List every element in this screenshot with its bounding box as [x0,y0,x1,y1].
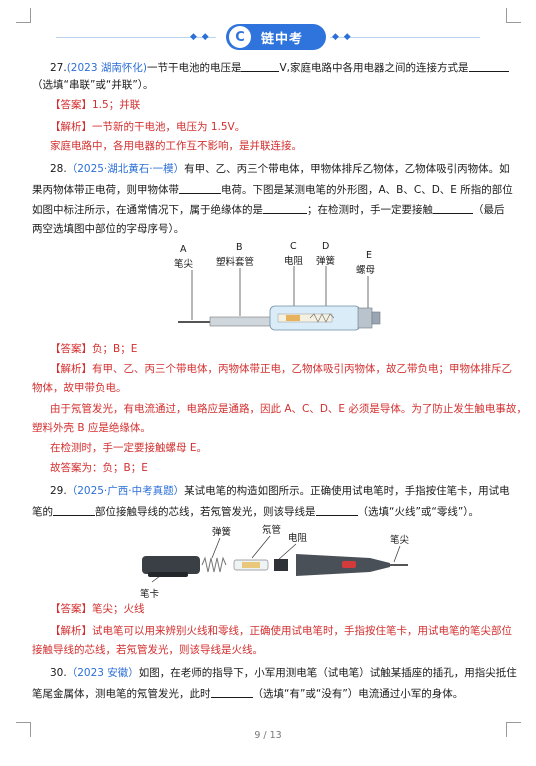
q28-analysis-6: 故答案为：负；B；E [50,462,148,474]
section-title: 链中考 [261,31,304,47]
q28-analysis-4: 塑料外壳 B 应是绝缘体。 [32,422,151,434]
q30-text: 如图，在老师的指导下，小军用测电笔（试电笔）试触某插座的插孔，用指尖抵住 [138,667,517,679]
q29-line-1: 29.（2025·广西·中考真题）某试电笔的构造如图所示。正确使用试电笔时，手指… [50,484,510,499]
q28-text: 如图中标注所示，在通常情况下，属于绝缘体的是 [32,204,263,216]
q28-text: （最后 [473,204,505,216]
q28-line-3: 如图中标注所示，在通常情况下，属于绝缘体的是 ；在检测时，手一定要接触 （最后 [32,202,510,218]
crop-mark-bottom-left [16,722,31,737]
fig-label-e-letter: E [366,250,373,261]
q30-text: （选填“有”或“没有”）电流通过小军的身体。 [252,688,464,700]
q27-analysis-1: 【解析】一节新的干电池，电压为 1.5V。 [50,121,246,133]
q27-answer: 【答案】1.5；并联 [50,99,141,111]
page-number: 9 / 13 [254,730,282,741]
q28-blank-1 [179,182,221,194]
q29-line-2: 笔的 部位接触导线的芯线，若氖管发光，则该导线是 （选填“火线”或“零线”）。 [32,504,510,520]
section-badge-letter: C [229,26,251,48]
q30-source: （2023 安徽） [66,667,139,679]
fig-label-clip: 笔卡 [140,589,160,600]
fig-label-tip: 笔尖 [390,535,410,546]
q28-line-4: 两空选填图中部位的字母序号）。 [32,223,185,235]
q30-line-2: 笔尾金属体，测电笔的氖管发光，此时 （选填“有”或“没有”）电流通过小军的身体。 [32,686,510,702]
q29-text: 笔的 [32,506,53,518]
q30-text: 笔尾金属体，测电笔的氖管发光，此时 [32,688,211,700]
section-badge: C 链中考 [226,24,326,50]
fig-label-c-name: 电阻 [284,256,304,267]
q28-blank-2 [263,202,307,214]
q28-analysis-1: 【解析】有甲、乙、丙三个带电体，丙物体带正电，乙物体吸引丙物体，故乙带负电；甲物… [50,363,512,375]
q29-blank-2 [315,504,358,516]
q30-blank-1 [210,686,253,698]
q28-analysis-5: 在检测时，手一定要接触螺母 E。 [50,442,207,454]
q28-line-2: 果丙物体带正电荷，则甲物体带 电荷。下图是某测电笔的外形图，A、B、C、D、E 所… [32,182,513,198]
crop-mark-bottom-right [506,722,521,737]
fig-label-d-letter: D [322,241,330,252]
q29-number: 29. [50,485,67,497]
q28-number: 28. [50,163,67,175]
q29-answer: 【答案】笔尖；火线 [50,603,145,615]
q28-analysis-3: 由于氖管发光，有电流通过，电路应是通路，因此 A、C、D、E 必须是导体。为了防… [50,403,527,415]
q30-line-1: 30.（2023 安徽）如图，在老师的指导下，小军用测电笔（试电笔）试触某插座的… [50,666,517,681]
q27-line-2: （选填“串联”或“并联”）。 [32,79,154,91]
q28-text: 电荷。下图是某测电笔的外形图，A、B、C、D、E 所指的部位 [221,184,513,196]
q27-text: 一节干电池的电压是 [146,62,242,74]
fig-label-b-letter: B [236,242,243,253]
crop-mark-top-left [16,8,31,23]
q28-text: 果丙物体带正电荷，则甲物体带 [32,184,179,196]
q29-text: 部位接触导线的芯线，若氖管发光，则该导线是 [95,506,316,518]
q29-analysis-1: 【解析】试电笔可以用来辨别火线和零线，正确使用试电笔时，手指按住笔卡，用试电笔的… [50,625,512,637]
fig-label-a-letter: A [180,244,187,255]
q28-text: ；在检测时，手一定要接触 [307,204,433,216]
fig-label-e-name: 螺母 [356,265,376,276]
fig-label-c-letter: C [290,241,297,252]
q28-test-pen-figure: A 笔尖 B 塑料套管 C 电阻 D 弹簧 E 螺母 [170,241,400,340]
fig-label-d-name: 弹簧 [316,256,336,267]
q29-analysis-2: 接触导线的芯线，若氖管发光，则该导线是火线。 [32,644,263,656]
q29-text: 某试电笔的构造如图所示。正确使用试电笔时，手指按住笔卡，用试电 [184,485,510,497]
q28-line-1: 28.（2025·湖北黄石·一模）有甲、乙、丙三个带电体，甲物体排斥乙物体，乙物… [50,162,510,177]
q28-blank-3 [433,202,473,214]
header-rule-left [56,37,216,38]
q29-test-pen-figure: 弹簧 氖管 电阻 笔尖 笔卡 [138,520,418,602]
q28-answer: 【答案】负；B；E [50,343,138,355]
fig-label-resistor: 电阻 [288,533,308,544]
q27-number: 27. [50,62,67,74]
fig-label-neon: 氖管 [262,525,282,536]
q27-source: (2023 湖南怀化) [66,62,147,74]
fig-label-spring: 弹簧 [212,527,232,538]
header-diamonds-right: ◆ ◆ [332,32,352,42]
q28-text: 有甲、乙、丙三个带电体，甲物体排斥乙物体，乙物体吸引丙物体。如 [184,163,510,175]
test-pen-drawing [178,266,381,331]
q27-text: V,家庭电路中各用电器之间的连接方式是 [279,62,469,74]
section-header: ◆ ◆ ◆ ◆ C 链中考 [0,22,536,52]
q27-blank-1 [241,60,280,72]
fig-label-a-name: 笔尖 [174,259,194,270]
q27-line-1: 27.(2023 湖南怀化)一节干电池的电压是 V,家庭电路中各用电器之间的连接方… [50,60,510,76]
exploded-pen-drawing [142,535,408,583]
q30-number: 30. [50,667,67,679]
header-diamonds-left: ◆ ◆ [190,32,210,42]
q27-blank-2 [468,60,509,72]
fig-label-b-name: 塑料套管 [216,257,255,268]
q28-analysis-2: 物体，故甲带负电。 [32,382,127,394]
crop-mark-top-right [506,8,521,23]
q28-source: （2025·湖北黄石·一模） [66,163,185,175]
q29-source: （2025·广西·中考真题） [66,485,185,497]
header-rule-right [330,37,480,38]
q27-analysis-2: 家庭电路中，各用电器的工作互不影响，是并联连接。 [50,140,302,152]
q29-blank-1 [53,504,95,516]
q29-text: （选填“火线”或“零线”）。 [357,506,480,518]
